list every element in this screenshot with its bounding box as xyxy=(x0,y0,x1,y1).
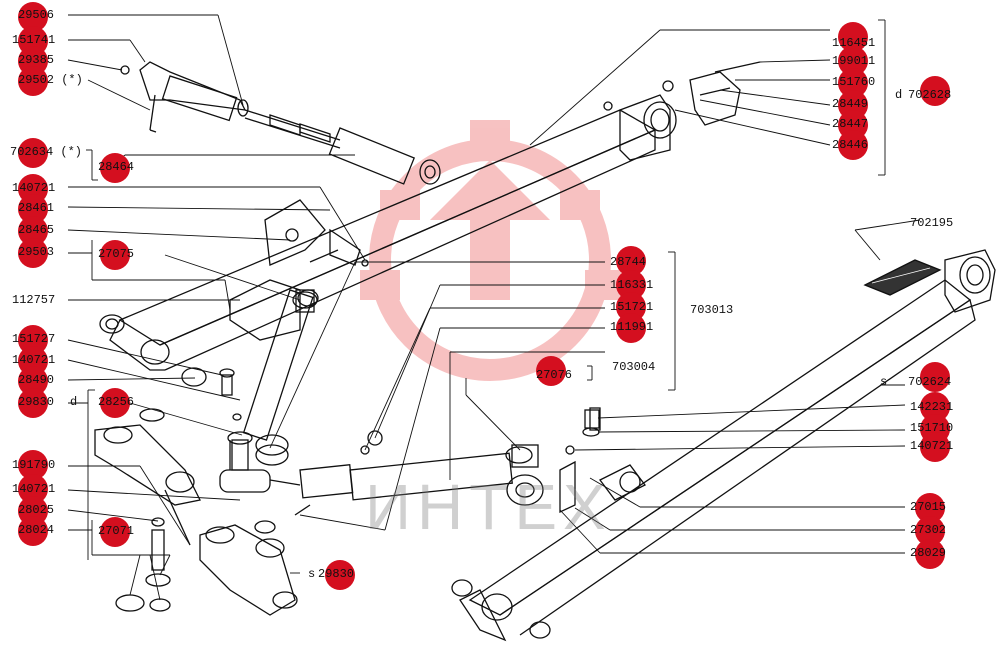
marker-dot xyxy=(616,313,646,343)
part-label-702634[interactable]: 702634 (*) xyxy=(10,145,83,159)
part-label-111991[interactable]: 111991 xyxy=(610,320,654,334)
marker-dot xyxy=(915,539,945,569)
marker-dot xyxy=(18,516,48,546)
hydraulic-cylinder xyxy=(120,61,441,185)
marker-dot xyxy=(18,238,48,268)
marker-dot xyxy=(920,432,950,462)
part-label-29830-b[interactable]: 29830 xyxy=(318,567,355,581)
lift-rod xyxy=(242,289,318,466)
part-label-140721-d[interactable]: 140721 xyxy=(910,439,954,453)
part-label-116451[interactable]: 116451 xyxy=(832,36,876,50)
part-label-28446[interactable]: 28446 xyxy=(832,138,869,152)
marker-dot xyxy=(325,560,355,590)
part-label-140721-a[interactable]: 140721 xyxy=(12,181,56,195)
leader-lines xyxy=(67,14,921,601)
marker-dot xyxy=(18,66,48,96)
part-label-28025[interactable]: 28025 xyxy=(18,503,55,517)
part-label-151710[interactable]: 151710 xyxy=(910,421,954,435)
part-label-29830[interactable]: 29830 xyxy=(18,395,55,409)
marker-dot xyxy=(920,76,950,106)
part-label-140721-c[interactable]: 140721 xyxy=(12,482,56,496)
bracket-mark-s: s xyxy=(308,567,316,581)
part-label-140721-b[interactable]: 140721 xyxy=(12,353,56,367)
marker-dot xyxy=(920,362,950,392)
lower-arm xyxy=(451,249,996,642)
marker-dot xyxy=(100,240,130,270)
upper-beam xyxy=(99,109,657,371)
part-label-28449[interactable]: 28449 xyxy=(832,97,869,111)
part-label-116331[interactable]: 116331 xyxy=(610,278,654,292)
beam-bracket xyxy=(603,61,761,161)
left-yoke-upper xyxy=(94,408,201,546)
part-label-28461[interactable]: 28461 xyxy=(18,201,55,215)
part-label-27071[interactable]: 27071 xyxy=(98,524,135,538)
part-label-28464[interactable]: 28464 xyxy=(98,160,135,174)
part-label-27302[interactable]: 27302 xyxy=(910,523,947,537)
marker-dot xyxy=(536,356,566,386)
adjusting-link xyxy=(219,430,544,516)
part-label-151721[interactable]: 151721 xyxy=(610,300,654,314)
bracket-mark-d: d xyxy=(895,88,903,102)
part-label-702195[interactable]: 702195 xyxy=(910,216,954,230)
part-label-151741[interactable]: 151741 xyxy=(12,33,56,47)
part-label-191790[interactable]: 191790 xyxy=(12,458,56,472)
marker-dot xyxy=(838,130,868,160)
part-label-29506[interactable]: 29506 xyxy=(18,8,55,22)
part-label-28029[interactable]: 28029 xyxy=(910,546,947,560)
watermark-text: ИНТЕХ xyxy=(365,471,612,543)
part-label-27075[interactable]: 27075 xyxy=(98,247,135,261)
part-label-142231[interactable]: 142231 xyxy=(910,400,954,414)
part-label-28465[interactable]: 28465 xyxy=(18,223,55,237)
part-label-28024[interactable]: 28024 xyxy=(18,523,55,537)
part-label-151727[interactable]: 151727 xyxy=(12,332,56,346)
bracket-mark-s: s xyxy=(880,375,888,389)
part-label-28256[interactable]: 28256 xyxy=(98,395,135,409)
part-label-112757[interactable]: 112757 xyxy=(12,293,56,307)
part-label-29385[interactable]: 29385 xyxy=(18,53,55,67)
marker-dot xyxy=(100,153,130,183)
part-label-28744[interactable]: 28744 xyxy=(610,255,647,269)
drawbar-pad xyxy=(863,259,942,296)
part-label-702628[interactable]: 702628 xyxy=(908,88,952,102)
part-label-702624[interactable]: 702624 xyxy=(908,375,952,389)
left-yoke-lower xyxy=(199,520,298,616)
part-label-199011[interactable]: 199011 xyxy=(832,54,876,68)
part-label-703013[interactable]: 703013 xyxy=(690,303,734,317)
bracket-mark-d: d xyxy=(70,395,78,409)
watermark-logo xyxy=(360,120,625,381)
marker-dot xyxy=(100,517,130,547)
part-label-28447[interactable]: 28447 xyxy=(832,117,869,131)
part-label-151760[interactable]: 151760 xyxy=(832,75,876,89)
part-label-703004[interactable]: 703004 xyxy=(612,360,656,374)
part-label-29503[interactable]: 29503 xyxy=(18,245,55,259)
part-label-29502[interactable]: 29502 (*) xyxy=(18,73,83,87)
marker-dot xyxy=(18,138,48,168)
marker-dot xyxy=(18,388,48,418)
marker-dot xyxy=(100,388,130,418)
part-label-27015[interactable]: 27015 xyxy=(910,500,947,514)
part-label-28490[interactable]: 28490 xyxy=(18,373,55,387)
part-label-27076[interactable]: 27076 xyxy=(536,368,573,382)
small-parts xyxy=(181,289,600,464)
